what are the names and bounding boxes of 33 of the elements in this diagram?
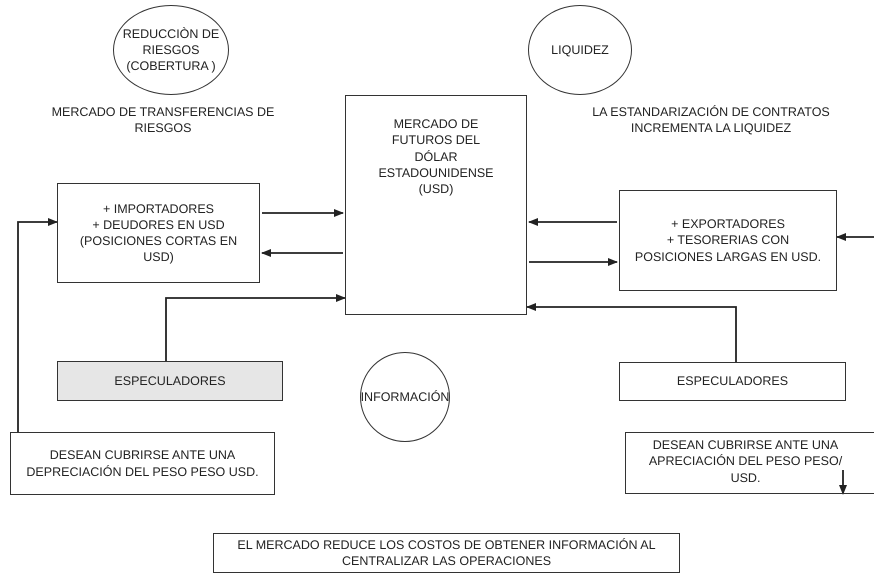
node-text: MERCADO DE FUTUROS DEL DÓLAR ESTADOUNIDENSE (USD) xyxy=(377,116,495,198)
node-text: (POSICIONES CORTAS EN USD) xyxy=(78,233,238,266)
arrow xyxy=(165,294,346,361)
arrow xyxy=(839,470,847,495)
node-text: EL MERCADO REDUCE LOS COSTOS DE OBTENER INFORMACIÓN AL CENTRALIZAR LAS OPERACIONES xyxy=(236,536,657,570)
arrow xyxy=(17,218,58,432)
node-text: ESPECULADORES xyxy=(676,373,788,390)
text-box xyxy=(619,190,837,291)
node-text: ESPECULADORES xyxy=(114,372,226,390)
arrow xyxy=(528,218,617,226)
arrow xyxy=(836,233,874,241)
arrow xyxy=(262,209,344,217)
annotation-text: MERCADO DE TRANSFERENCIAS DE RIESGOS xyxy=(50,104,276,136)
text-box xyxy=(213,533,680,573)
text-box xyxy=(619,362,846,401)
text-box xyxy=(10,432,275,495)
annotation-text: LA ESTANDARIZACIÓN DE CONTRATOS INCREMENTA LA LIQUIDEZ xyxy=(591,104,831,136)
node-text: DESEAN CUBRIRSE ANTE UNA APRECIACIÓN DEL PESO PESO/ USD. xyxy=(648,437,844,486)
node-text: + DEUDORES EN USD xyxy=(92,216,225,233)
node-text: DESEAN CUBRIRSE ANTE UNA DEPRECIACIÓN DEL PESO PESO USD. xyxy=(25,447,260,480)
node-text: + TESORERIAS CON POSICIONES LARGAS EN USD. xyxy=(634,232,822,265)
node-text: LIQUIDEZ xyxy=(551,42,609,58)
arrow xyxy=(526,303,737,362)
node-text: INFORMACIÓN xyxy=(360,388,450,406)
arrow xyxy=(261,249,343,257)
node-text: REDUCCIÒN DE RIESGOS (COBERTURA ) xyxy=(122,26,220,74)
text-box xyxy=(625,432,874,494)
node-text: + EXPORTADORES xyxy=(671,216,785,232)
arrow xyxy=(529,258,618,266)
text-box xyxy=(57,183,260,283)
node-text: + IMPORTADORES xyxy=(102,200,214,217)
market-box xyxy=(345,95,527,315)
shaded-box xyxy=(57,361,283,401)
